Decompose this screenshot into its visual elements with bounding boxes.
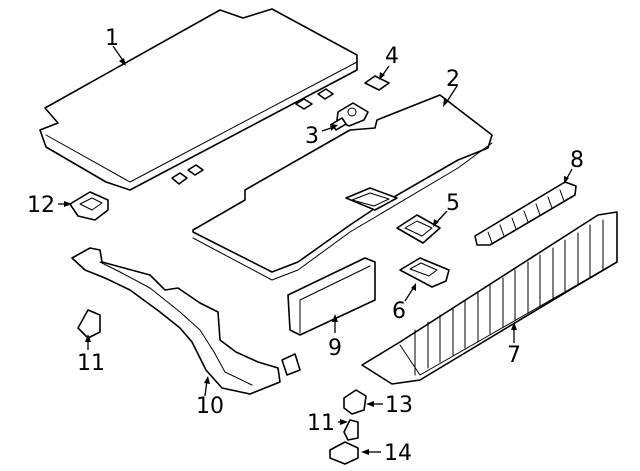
part-13-bracket xyxy=(343,389,367,415)
part-6-tray xyxy=(399,257,450,288)
part-14-bracket xyxy=(329,441,359,465)
callout-2: 2 xyxy=(446,67,460,92)
callout-12: 12 xyxy=(27,193,55,218)
callout-8: 8 xyxy=(570,148,584,173)
part-2-floor-panel xyxy=(192,94,493,281)
part-8-strip xyxy=(474,181,577,246)
callout-6: 6 xyxy=(392,299,406,324)
part-7-sill-trim xyxy=(361,211,618,385)
part-10-bracket xyxy=(71,247,301,395)
part-11-clip-bottom xyxy=(343,419,359,441)
callout-11-bottom: 11 xyxy=(307,411,335,436)
part-3-clip xyxy=(331,102,369,131)
part-4-pad xyxy=(364,75,390,91)
callout-14: 14 xyxy=(384,441,412,466)
callout-9: 9 xyxy=(328,336,342,361)
part-9-side-panel xyxy=(287,257,376,336)
callout-13: 13 xyxy=(385,393,413,418)
callout-10: 10 xyxy=(196,394,224,419)
callout-5: 5 xyxy=(446,191,460,216)
callout-labels: 1 2 3 4 5 6 7 8 9 10 11 11 12 13 14 xyxy=(27,26,584,466)
callout-4: 4 xyxy=(385,44,399,69)
callout-7: 7 xyxy=(507,343,521,368)
leader-lines xyxy=(58,45,573,455)
part-12-bracket xyxy=(69,191,109,221)
part-5-tray xyxy=(396,214,441,244)
callout-1: 1 xyxy=(105,26,119,51)
part-11-clip-left xyxy=(77,309,101,339)
callout-3: 3 xyxy=(305,124,319,149)
part-1-cargo-floor-cover xyxy=(39,8,358,191)
callout-11-left: 11 xyxy=(77,351,105,376)
